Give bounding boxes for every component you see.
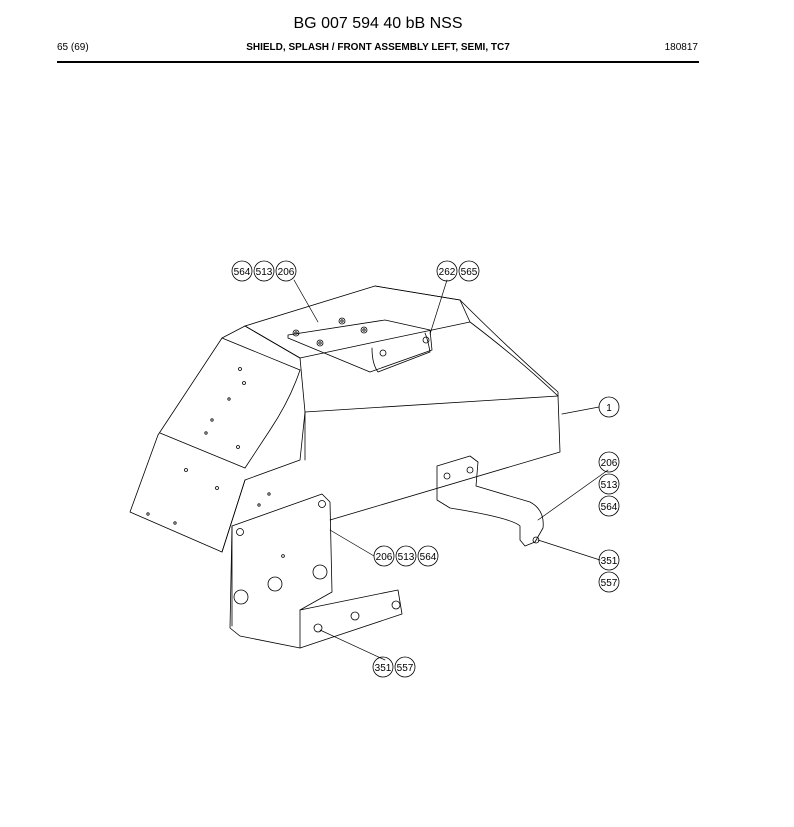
callout-513: 513 [256,267,273,278]
callout-group-right-bracket: 206 513 564 [598,451,620,517]
callout-262: 262 [439,267,456,278]
page-number: 65 (69) [57,42,89,53]
leader-lines [293,279,609,661]
callout-main-part: 1 [598,396,620,418]
header-rule [57,61,699,63]
revision-date: 180817 [664,42,698,53]
callout-group-top-left: 564 513 206 [231,260,297,282]
callout-206: 206 [278,267,295,278]
top-mounting-plate [287,317,433,373]
callout-206: 206 [601,458,618,469]
callout-group-lower-bracket: 206 513 564 [373,545,439,567]
callout-564: 564 [601,502,618,513]
callout-564: 564 [420,552,437,563]
callout-group-lower-stud: 351 557 [372,656,416,678]
callout-1: 1 [606,403,612,414]
callout-group-top-right: 262 565 [436,260,480,282]
splash-shield [129,285,561,553]
callout-351: 351 [375,663,392,674]
callout-351: 351 [601,556,618,567]
right-bracket [436,455,544,547]
callout-564: 564 [234,267,251,278]
callout-557: 557 [601,578,618,589]
callout-206: 206 [376,552,393,563]
callout-565: 565 [461,267,478,278]
lower-bracket [229,493,403,649]
callout-513: 513 [398,552,415,563]
assembly-title: SHIELD, SPLASH / FRONT ASSEMBLY LEFT, SE… [246,42,510,53]
callouts: 564 513 206 262 565 1 206 513 564 351 55… [231,260,620,678]
callout-group-right-stud: 351 557 [598,549,620,593]
document-title: BG 007 594 40 bB NSS [293,15,463,32]
callout-557: 557 [397,663,414,674]
callout-513: 513 [601,480,618,491]
